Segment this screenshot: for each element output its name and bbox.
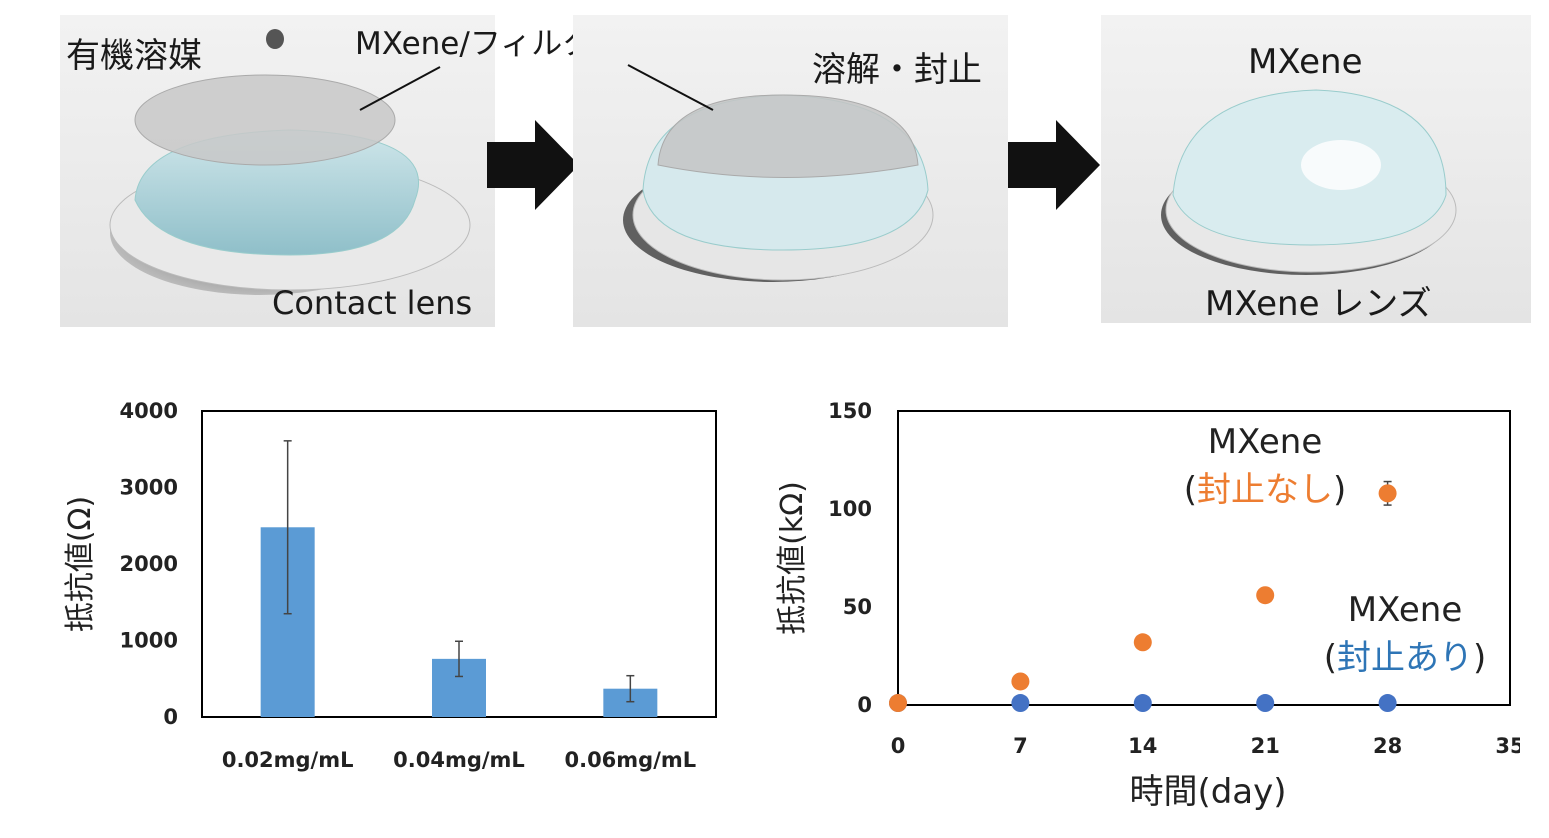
- point-unsealed: [889, 694, 907, 713]
- scatter-ytick-label: 100: [828, 497, 872, 521]
- bar-xtick-label: 0.02mg/mL: [222, 748, 354, 772]
- scatter-chart: 0 50 100 150 0 7 14 21 28 35 時間(day) 抵抗値(kΩ) MXe…: [775, 399, 1520, 812]
- scatter-xlabel: 時間(day): [1129, 772, 1286, 812]
- bar-xtick-label: 0.06mg/mL: [564, 748, 696, 772]
- bar-ytick-label: 2000: [120, 552, 178, 576]
- filter-leader-line: [359, 66, 441, 111]
- step2-panel: [573, 15, 1008, 327]
- scatter-ytick-label: 150: [828, 399, 872, 423]
- point-unsealed: [1378, 484, 1397, 503]
- label-dissolve-seal: 溶解・封止: [812, 50, 982, 90]
- annotation-unsealed-tag: (封止なし): [1184, 470, 1347, 510]
- lens-highlight: [1301, 140, 1381, 190]
- bar-ytick-label: 3000: [120, 476, 178, 500]
- bar-chart: 0 1000 2000 3000 4000 0.02mg/mL 0.04mg/mL 0.06…: [63, 399, 717, 772]
- step1-illustration: [109, 29, 471, 295]
- scatter-xtick-label: 21: [1251, 734, 1280, 758]
- annotation-sealed-title: MXene: [1348, 590, 1462, 630]
- bar-ytick-label: 1000: [120, 629, 178, 653]
- scatter-xtick-label: 7: [1013, 734, 1028, 758]
- annotation-unsealed-label: 封止なし: [1197, 470, 1333, 510]
- scatter-xtick-label: 0: [891, 734, 906, 758]
- step3-panel: [1101, 15, 1531, 323]
- label-contact-lens: Contact lens: [272, 284, 473, 322]
- scatter-ylabel: 抵抗値(kΩ): [775, 481, 810, 635]
- annotation-paren: (: [1324, 638, 1337, 678]
- bar-ylabel: 抵抗値(Ω): [63, 496, 98, 632]
- point-sealed: [1133, 694, 1152, 713]
- label-mxene-lens: MXene レンズ: [1205, 284, 1432, 324]
- annotation-sealed-label: 封止あり: [1337, 638, 1473, 678]
- solvent-drop-icon: [266, 29, 284, 49]
- bar-ytick-label: 4000: [120, 399, 178, 423]
- scatter-xtick-label: 35: [1495, 734, 1520, 758]
- arrow-right-icon: [1008, 120, 1100, 210]
- point-unsealed: [1256, 586, 1275, 605]
- point-sealed: [1378, 694, 1397, 713]
- filter-leader-line: [627, 64, 714, 111]
- point-unsealed: [1011, 672, 1030, 691]
- point-sealed: [1256, 694, 1275, 713]
- step3-illustration: [1161, 89, 1457, 275]
- label-organic-solvent: 有機溶媒: [66, 36, 202, 76]
- annotation-paren: ): [1333, 470, 1346, 510]
- scatter-ytick-label: 0: [857, 693, 872, 717]
- annotation-paren: (: [1184, 470, 1197, 510]
- scatter-xtick-label: 14: [1128, 734, 1157, 758]
- bar-ytick-label: 0: [163, 705, 178, 729]
- point-unsealed: [1133, 633, 1152, 652]
- step1-panel: [60, 15, 495, 327]
- scatter-ytick-label: 50: [843, 595, 872, 619]
- annotation-sealed-tag: (封止あり): [1324, 638, 1487, 678]
- point-sealed: [1011, 694, 1030, 713]
- scatter-xtick-label: 28: [1373, 734, 1402, 758]
- bar-xtick-label: 0.04mg/mL: [393, 748, 525, 772]
- step2-illustration: [623, 64, 934, 282]
- annotation-unsealed-title: MXene: [1208, 422, 1322, 462]
- arrow-right-icon: [487, 120, 579, 210]
- filter-paper-shape: [134, 74, 396, 166]
- label-mxene-top: MXene: [1248, 42, 1363, 82]
- dissolved-paper-shape: [657, 94, 919, 178]
- annotation-paren: ): [1473, 638, 1486, 678]
